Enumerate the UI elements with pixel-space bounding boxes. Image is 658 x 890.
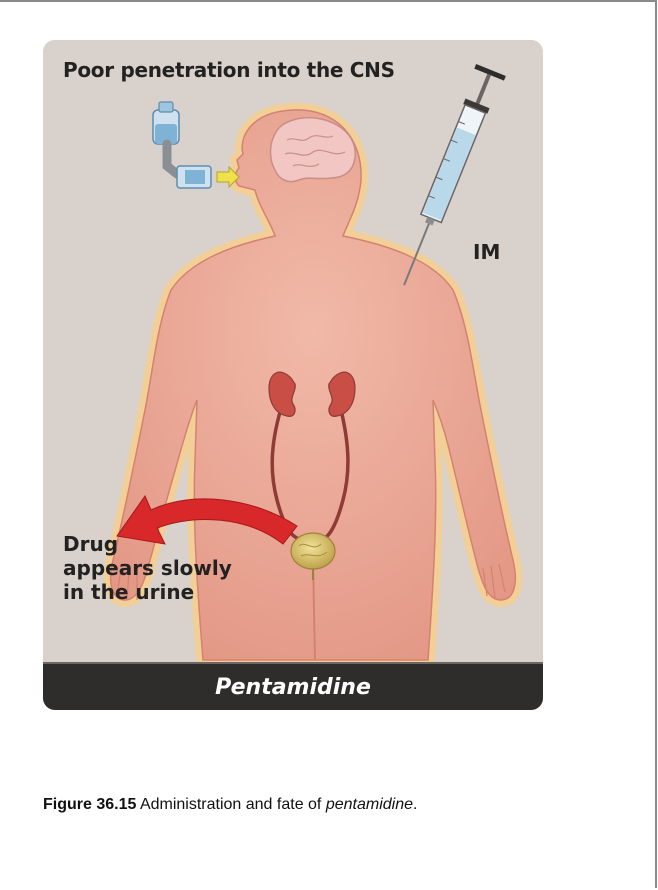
caption-text: Administration and fate of bbox=[140, 796, 321, 813]
urine-label-line-1: Drug bbox=[63, 532, 283, 556]
drug-name: Pentamidine bbox=[215, 675, 371, 700]
urine-label-line-3: in the urine bbox=[63, 580, 283, 604]
figure-number: Figure 36.15 bbox=[43, 796, 136, 813]
urine-excretion-label: Drug appears slowly in the urine bbox=[63, 532, 283, 604]
caption-drug: pentamidine bbox=[326, 796, 413, 813]
caption-end: . bbox=[413, 796, 417, 813]
pentamidine-figure: Poor penetration into the CNS IM Drug ap… bbox=[43, 40, 543, 710]
drug-name-banner: Pentamidine bbox=[43, 662, 543, 710]
im-route-label: IM bbox=[473, 240, 500, 264]
cns-penetration-label: Poor penetration into the CNS bbox=[63, 58, 395, 82]
figure-caption: Figure 36.15 Administration and fate of … bbox=[43, 796, 417, 814]
figure-illustration bbox=[43, 40, 543, 710]
urine-label-line-2: appears slowly bbox=[63, 556, 283, 580]
